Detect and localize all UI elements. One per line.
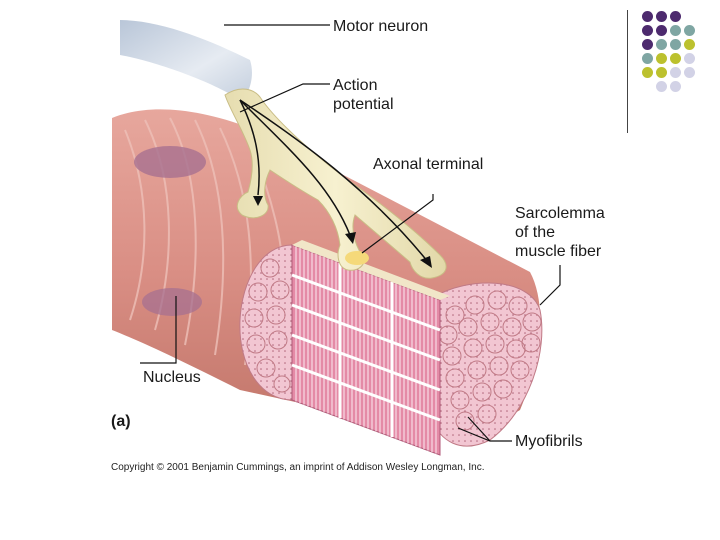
label-myofibrils: Myofibrils [515, 432, 583, 451]
copyright-text: Copyright © 2001 Benjamin Cummings, an i… [111, 462, 484, 473]
label-nucleus: Nucleus [143, 368, 201, 387]
label-motor-neuron: Motor neuron [333, 17, 428, 36]
nucleus-shape [134, 146, 206, 178]
panel-label: (a) [111, 412, 131, 431]
nucleus-shape [142, 288, 202, 316]
label-axonal-terminal: Axonal terminal [373, 155, 483, 174]
label-action-potential: Action potential [333, 76, 394, 114]
label-sarcolemma: Sarcolemma of the muscle fiber [515, 204, 605, 261]
